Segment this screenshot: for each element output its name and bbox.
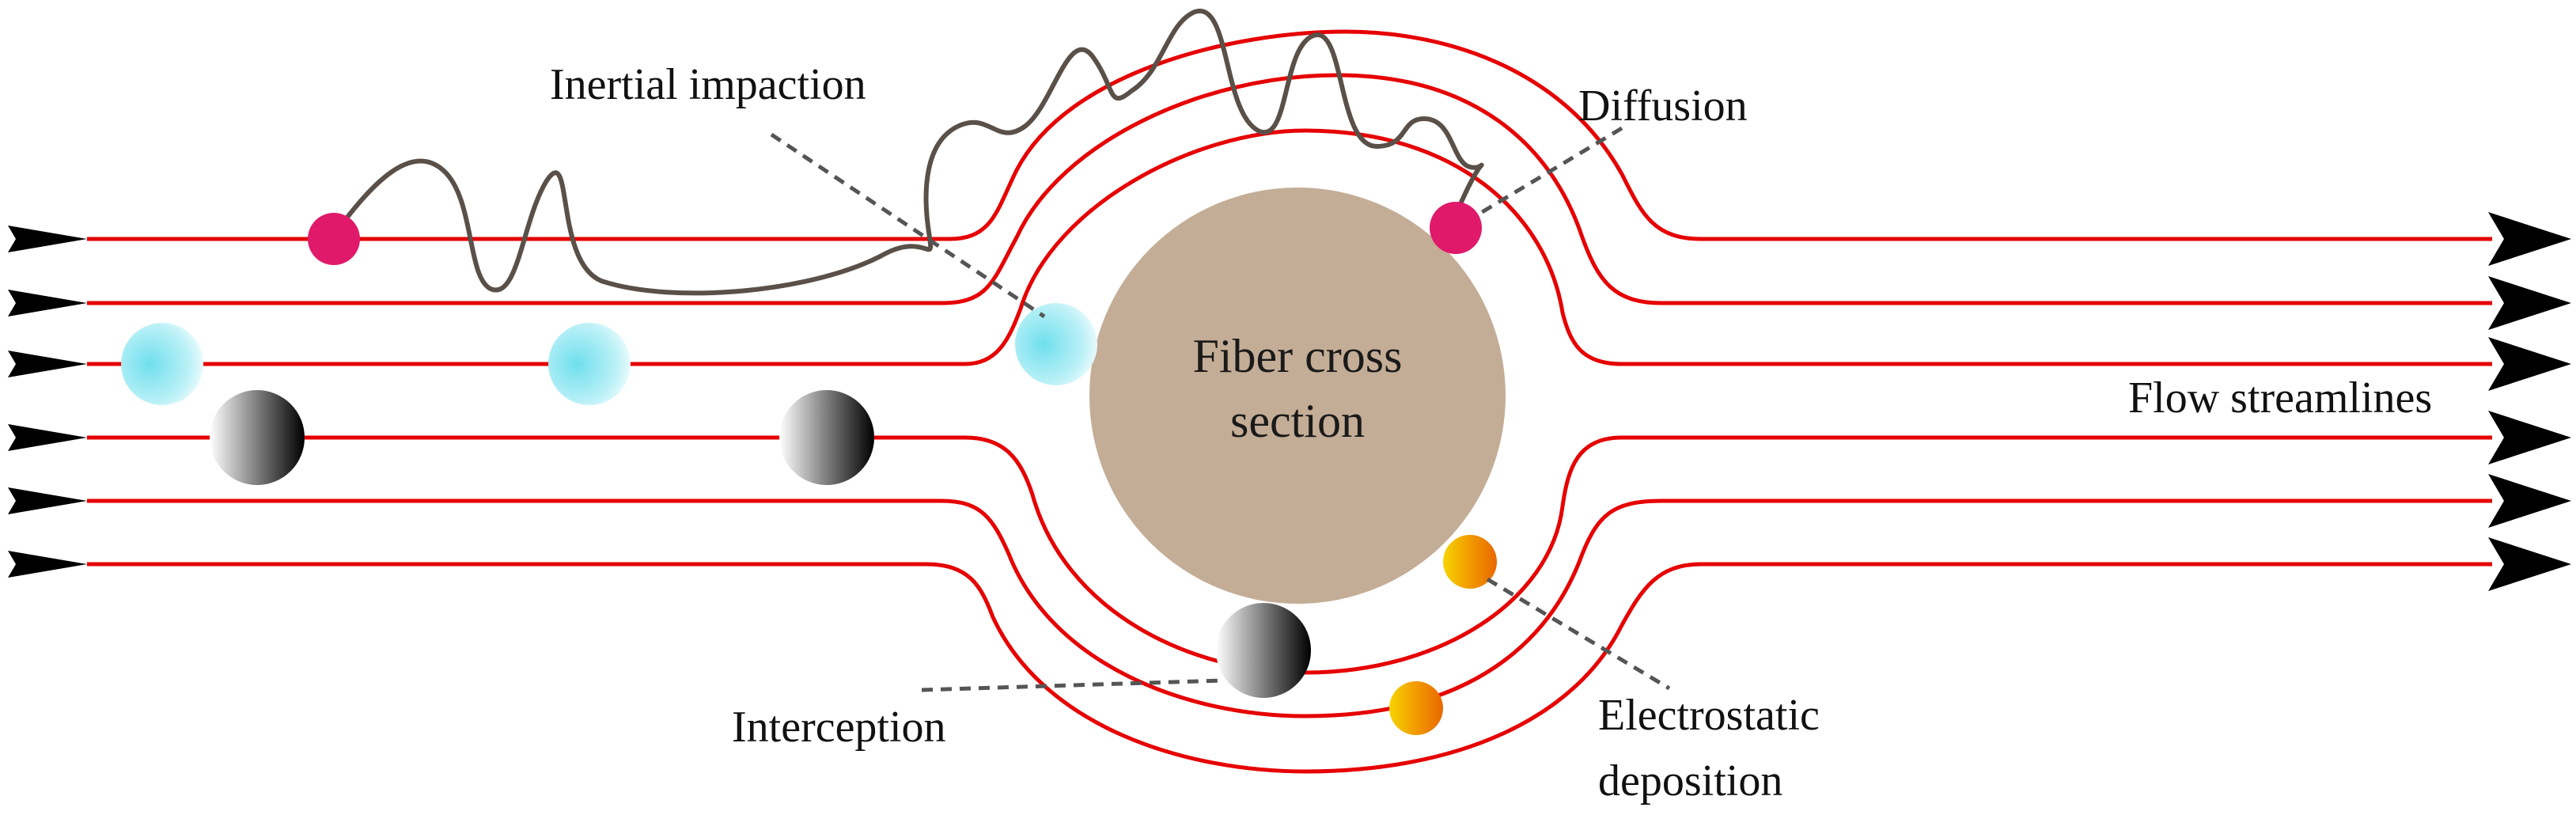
fiber-label-line1: Fiber cross — [1193, 330, 1403, 382]
streamline-5 — [87, 498, 2492, 718]
arrow-icon — [2488, 212, 2571, 266]
arrow-icon — [2488, 337, 2571, 391]
leader-electrostatic — [1486, 577, 1671, 691]
inertial-particle — [121, 323, 203, 405]
leader-diffusion — [1478, 126, 1623, 216]
streamline-4 — [87, 435, 2492, 675]
arrow-icon — [8, 226, 87, 252]
leader-inertial — [770, 132, 1046, 319]
arrow-icon — [2488, 537, 2571, 591]
inlet-arrows — [8, 226, 87, 578]
inertial-particle — [548, 323, 631, 405]
brownian-path — [330, 8, 1484, 296]
label-electrostatic-line2: deposition — [1598, 756, 1782, 806]
label-electrostatic-line1: Electrostatic — [1598, 691, 1820, 740]
diffusion-particle-captured — [1430, 202, 1482, 254]
label-inertial-impaction: Inertial impaction — [550, 60, 866, 109]
label-interception: Interception — [732, 703, 946, 752]
interception-particle — [210, 390, 305, 485]
streamline-1 — [87, 29, 2492, 241]
arrow-icon — [8, 424, 87, 451]
streamlines — [87, 29, 2492, 774]
fiber-label-line2: section — [1230, 395, 1365, 447]
leader-interception — [921, 678, 1223, 692]
diffusion-particle — [308, 213, 360, 265]
arrow-icon — [8, 351, 87, 377]
label-flow-streamlines: Flow streamlines — [2128, 373, 2432, 423]
leader-lines — [770, 126, 1671, 692]
streamline-6 — [87, 562, 2492, 774]
fiber-cross-section — [1089, 188, 1506, 604]
interception-particle-captured — [1216, 603, 1311, 698]
arrow-icon — [2488, 474, 2571, 528]
arrow-icon — [8, 487, 87, 514]
streamline-2 — [87, 73, 2492, 305]
electrostatic-particle — [1443, 535, 1497, 589]
arrow-icon — [2488, 276, 2571, 330]
streamline-3 — [87, 128, 2492, 366]
inertial-particle-captured — [1015, 303, 1097, 385]
electrostatic-particle — [1389, 681, 1443, 735]
arrow-icon — [8, 551, 87, 578]
arrow-icon — [8, 290, 87, 317]
interception-particle — [779, 390, 874, 485]
arrow-icon — [2488, 411, 2571, 464]
outlet-arrows — [2488, 212, 2571, 591]
label-diffusion: Diffusion — [1578, 82, 1748, 131]
